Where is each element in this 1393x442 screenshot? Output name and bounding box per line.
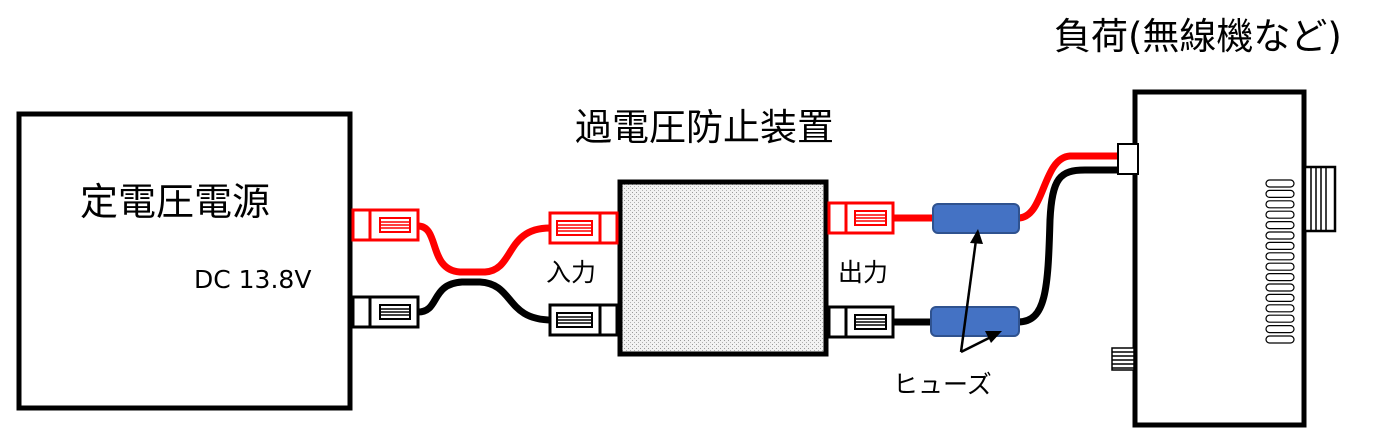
power-supply-spec: DC 13.8V bbox=[194, 265, 311, 294]
vent-slot bbox=[1265, 262, 1295, 271]
protector-input-negative-connector bbox=[548, 303, 619, 337]
load-antenna-connector bbox=[1303, 165, 1337, 233]
vent-slot bbox=[1265, 252, 1295, 261]
fuse-negative bbox=[930, 306, 1020, 337]
load-ground-terminal bbox=[1111, 347, 1135, 371]
protector-input-positive-connector bbox=[548, 211, 619, 245]
vent-slot bbox=[1265, 231, 1295, 240]
fuse-positive bbox=[932, 203, 1020, 234]
supply-negative-connector bbox=[351, 295, 420, 329]
vent-slot bbox=[1265, 273, 1295, 282]
protector-output-positive-connector bbox=[827, 201, 895, 235]
fuse-label: ヒューズ bbox=[893, 370, 992, 399]
vent-slot bbox=[1265, 210, 1295, 219]
red-wire-fuse-to-load bbox=[1017, 152, 1118, 222]
supply-positive-connector bbox=[351, 208, 420, 242]
vent-slot bbox=[1265, 314, 1295, 323]
protector-output-negative-connector bbox=[827, 305, 895, 339]
vent-slot bbox=[1265, 283, 1295, 292]
load-vent-slots bbox=[1265, 179, 1295, 344]
vent-slot bbox=[1265, 335, 1295, 344]
black-wire-fuse-to-load bbox=[1017, 166, 1118, 326]
vent-slot bbox=[1265, 304, 1295, 313]
vent-slot bbox=[1265, 325, 1295, 334]
red-wire-supply-to-input bbox=[417, 222, 551, 276]
vent-slot bbox=[1265, 293, 1295, 302]
load-title: 負荷(無線機など) bbox=[1054, 15, 1342, 58]
load-power-jack bbox=[1117, 143, 1139, 175]
protector-title: 過電圧防止装置 bbox=[575, 106, 834, 149]
power-supply-title: 定電圧電源 bbox=[80, 180, 270, 224]
vent-slot bbox=[1265, 200, 1295, 209]
fuse-pointer-arrows bbox=[959, 229, 1002, 354]
protector-output-label: 出力 bbox=[838, 258, 888, 287]
power-supply-box bbox=[16, 111, 353, 411]
vent-slot bbox=[1265, 179, 1295, 188]
vent-slot bbox=[1265, 221, 1295, 230]
black-wire-supply-to-input bbox=[417, 278, 553, 324]
vent-slot bbox=[1265, 241, 1295, 250]
vent-slot bbox=[1265, 189, 1295, 198]
protector-box bbox=[617, 179, 829, 357]
protector-input-label: 入力 bbox=[546, 258, 596, 287]
